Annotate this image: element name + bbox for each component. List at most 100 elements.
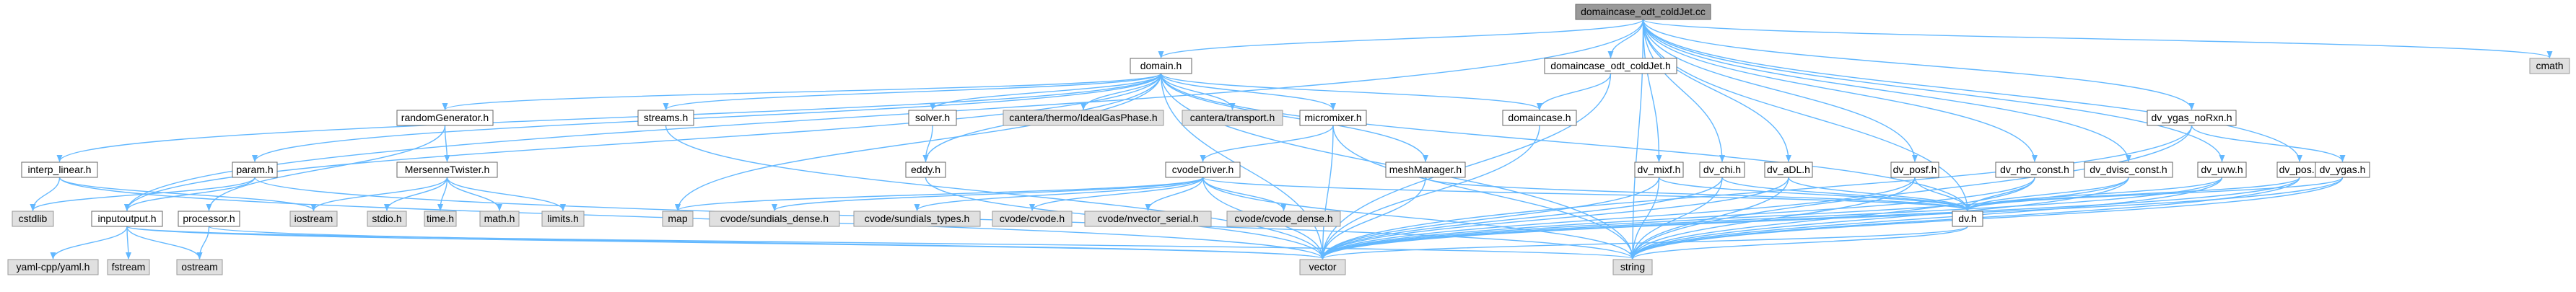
edge-root-to-dv_dvisc_const — [1642, 19, 2131, 162]
node-label-dv_posf: dv_posf.h — [1893, 164, 1937, 175]
edge-micromixer-to-string — [1332, 125, 1636, 260]
node-label-dv_pos: dv_pos.h — [2279, 164, 2320, 175]
edge-root-to-dv_chi — [1642, 19, 1725, 162]
node-interp_linear[interactable]: interp_linear.h — [21, 162, 98, 178]
node-box-dv_uvw — [2197, 162, 2247, 178]
node-processor[interactable]: processor.h — [178, 211, 240, 227]
node-box-root — [1575, 4, 1711, 20]
node-label-stdio: stdio.h — [372, 213, 401, 224]
edge-processor-to-vector — [208, 226, 1325, 260]
node-label-dv_dvisc_const: dv_dvisc_const.h — [2090, 164, 2167, 175]
node-label-streams: streams.h — [644, 112, 688, 123]
node-label-nvector_serial: cvode/nvector_serial.h — [1097, 213, 1198, 224]
node-label-fstream: fstream — [112, 261, 146, 273]
edge-cvodeDriver-to-dv — [1202, 177, 1970, 211]
node-label-string: string — [1620, 261, 1645, 273]
node-randomGenerator[interactable]: randomGenerator.h — [396, 110, 494, 126]
node-label-processor: processor.h — [183, 213, 235, 224]
edge-domain-to-solver — [930, 73, 1162, 110]
edge-randomGenerator-to-processor — [206, 125, 446, 211]
node-box-transport — [1182, 110, 1283, 126]
node-box-dv_posf — [1890, 162, 1939, 178]
node-dv_chi[interactable]: dv_chi.h — [1699, 162, 1745, 178]
node-iostream: iostream — [289, 211, 338, 227]
edge-dv_dvisc_const-to-string — [1630, 177, 2129, 260]
edge-param-to-cstdlib — [30, 177, 256, 211]
node-cmath: cmath — [2529, 58, 2570, 74]
node-label-dv_aDL: dv_aDL.h — [1767, 164, 1810, 175]
edge-cvodeDriver-to-sundials_dense — [772, 177, 1204, 211]
node-meshManager[interactable]: meshManager.h — [1385, 162, 1466, 178]
node-eddy[interactable]: eddy.h — [905, 162, 946, 178]
node-box-dv — [1952, 211, 1983, 227]
node-dv_ygas_noRxn[interactable]: dv_ygas_noRxn.h — [2147, 110, 2237, 126]
node-root[interactable]: domaincase_odt_coldJet.cc — [1575, 4, 1711, 20]
node-box-ostream — [176, 259, 223, 275]
edge-root-to-dcasecj — [1607, 19, 1644, 58]
node-dv_uvw[interactable]: dv_uvw.h — [2197, 162, 2247, 178]
node-domain[interactable]: domain.h — [1130, 58, 1192, 74]
node-solver[interactable]: solver.h — [908, 110, 957, 126]
node-param[interactable]: param.h — [232, 162, 278, 178]
node-box-fstream — [107, 259, 150, 275]
node-box-time — [424, 211, 457, 227]
edge-cvodeDriver-to-cvode — [1029, 177, 1204, 211]
edge-domain-to-domaincase — [1160, 73, 1542, 110]
node-box-randomGenerator — [396, 110, 494, 126]
node-dv_dvisc_const[interactable]: dv_dvisc_const.h — [2084, 162, 2173, 178]
node-label-root: domaincase_odt_coldJet.cc — [1581, 6, 1706, 17]
node-dcasecj[interactable]: domaincase_odt_coldJet.h — [1544, 58, 1677, 74]
edge-cvodeDriver-to-sundials_types — [914, 177, 1204, 211]
node-label-MersenneTwister: MersenneTwister.h — [405, 164, 490, 175]
edge-micromixer-to-vector — [1319, 125, 1334, 260]
node-inputoutput[interactable]: inputoutput.h — [91, 211, 163, 227]
node-box-solver — [908, 110, 957, 126]
node-micromixer[interactable]: micromixer.h — [1299, 110, 1367, 126]
node-dv_posf[interactable]: dv_posf.h — [1890, 162, 1939, 178]
edge-domain-to-inputoutput — [124, 73, 1162, 211]
node-MersenneTwister[interactable]: MersenneTwister.h — [396, 162, 498, 178]
node-limits: limits.h — [541, 211, 585, 227]
node-math: math.h — [479, 211, 520, 227]
node-label-dv_mixf: dv_mixf.h — [1638, 164, 1681, 175]
edge-solver-to-eddy — [922, 125, 933, 162]
node-label-dv_uvw: dv_uvw.h — [2201, 164, 2243, 175]
node-box-dv_dvisc_const — [2084, 162, 2173, 178]
node-label-limits: limits.h — [547, 213, 579, 224]
node-dv[interactable]: dv.h — [1952, 211, 1983, 227]
node-transport: cantera/transport.h — [1182, 110, 1283, 126]
node-label-iostream: iostream — [294, 213, 333, 224]
node-nvector_serial: cvode/nvector_serial.h — [1084, 211, 1212, 227]
node-box-yaml — [7, 259, 99, 275]
node-cvode_dense: cvode/cvode_dense.h — [1226, 211, 1341, 227]
node-label-transport: cantera/transport.h — [1190, 112, 1275, 123]
node-box-micromixer — [1299, 110, 1367, 126]
edge-MersenneTwister-to-time — [437, 177, 448, 211]
node-dv_mixf[interactable]: dv_mixf.h — [1634, 162, 1684, 178]
node-label-solver: solver.h — [915, 112, 950, 123]
node-streams[interactable]: streams.h — [637, 110, 694, 126]
node-cvode: cvode/cvode.h — [992, 211, 1073, 227]
node-domaincase[interactable]: domaincase.h — [1502, 110, 1577, 126]
node-cvodeDriver[interactable]: cvodeDriver.h — [1165, 162, 1241, 178]
node-dv_aDL[interactable]: dv_aDL.h — [1764, 162, 1813, 178]
node-label-inputoutput: inputoutput.h — [98, 213, 157, 224]
node-dv_ygas[interactable]: dv_ygas.h — [2315, 162, 2370, 178]
node-box-math — [479, 211, 520, 227]
edge-dv_ygas_noRxn-to-vector — [1319, 125, 2193, 260]
edge-dv-to-string — [1630, 226, 1968, 260]
edge-domain-to-param — [252, 73, 1162, 162]
edge-domain-to-micromixer — [1160, 73, 1336, 110]
edge-domaincase-to-vector — [1319, 125, 1540, 260]
edge-root-to-dv_pos — [1642, 19, 2302, 162]
edge-dv_dvisc_const-to-dv — [1965, 177, 2129, 211]
node-label-eddy: eddy.h — [911, 164, 940, 175]
edge-micromixer-to-cvodeDriver — [1200, 125, 1334, 162]
edge-domain-to-meshManager — [1160, 73, 1428, 162]
edge-dv_chi-to-vector — [1319, 177, 1723, 260]
edge-root-to-dv_uvw — [1642, 19, 2225, 162]
edge-root-to-cmath — [1642, 19, 2553, 58]
edge-meshManager-to-vector — [1319, 177, 1426, 260]
node-box-limits — [541, 211, 585, 227]
node-dv_rho_const[interactable]: dv_rho_const.h — [1995, 162, 2074, 178]
